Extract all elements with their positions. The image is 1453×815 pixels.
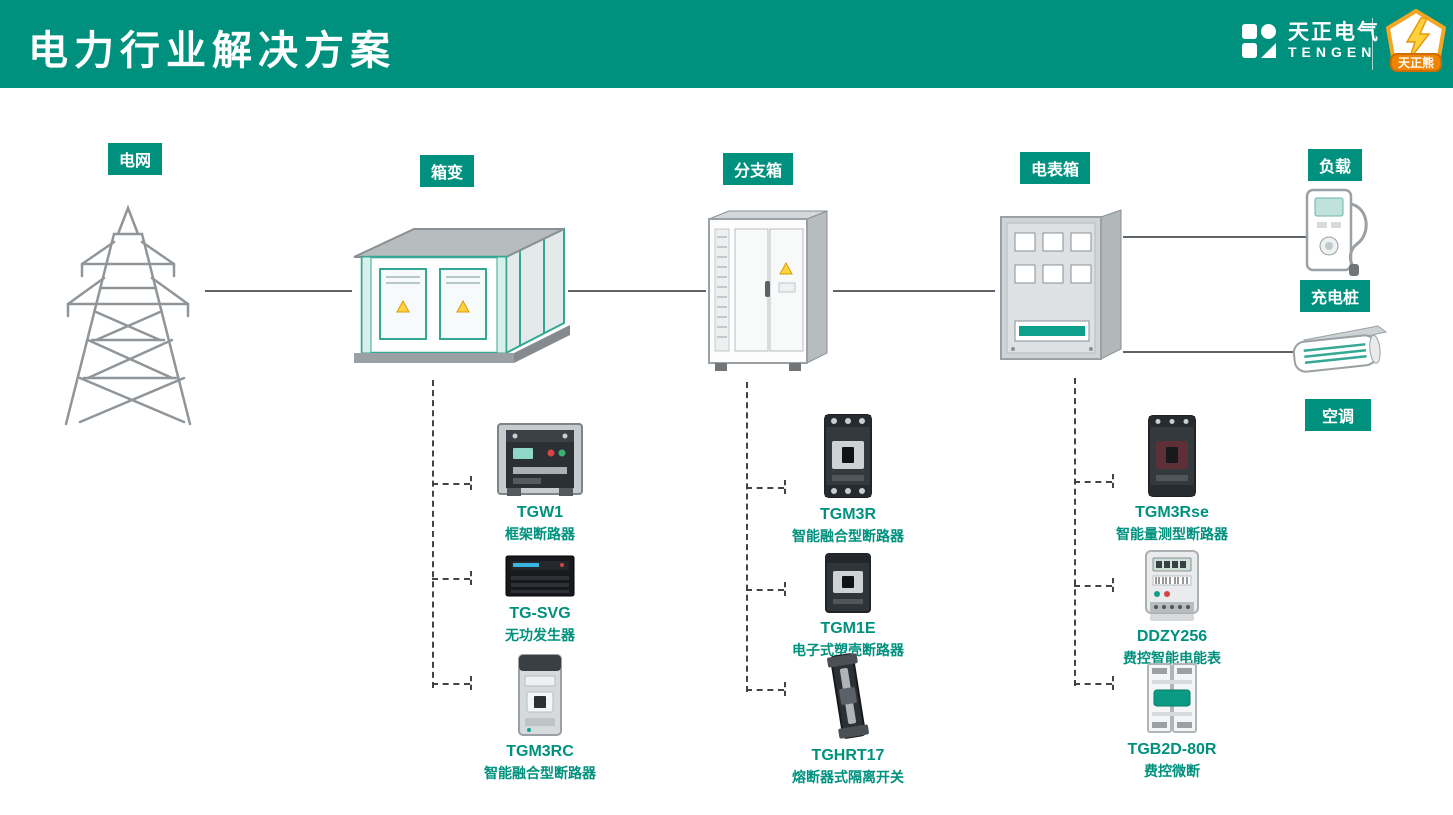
dashed-stub bbox=[746, 689, 784, 691]
product-desc: 智能融合型断路器 bbox=[484, 765, 596, 781]
dashed-line-meter bbox=[1074, 378, 1076, 686]
product-model: TGM3RC bbox=[506, 743, 574, 760]
product-desc: 无功发生器 bbox=[505, 627, 575, 643]
mascot-badge: 天正熊 bbox=[1386, 9, 1446, 72]
dashed-stub bbox=[432, 578, 470, 580]
lightning-icon bbox=[1405, 17, 1431, 61]
product-desc: 费控智能电能表 bbox=[1123, 650, 1221, 666]
tengen-logo-icon bbox=[1242, 24, 1276, 59]
product-tgb2d-80r: TGB2D-80R 费控微断 bbox=[1072, 660, 1272, 781]
tgm1e-product-image bbox=[825, 553, 871, 613]
product-model: TG-SVG bbox=[509, 605, 571, 622]
tgm3rc-product-image bbox=[518, 654, 562, 736]
warning-icon bbox=[456, 299, 470, 313]
dashed-tick bbox=[470, 571, 472, 585]
product-tgm3rse: TGM3Rse 智能量测型断路器 bbox=[1072, 413, 1272, 544]
product-desc: 熔断器式隔离开关 bbox=[792, 769, 904, 785]
label-load: 负载 bbox=[1308, 149, 1363, 181]
branch-box-illustration bbox=[708, 210, 828, 371]
product-tgm3r: TGM3R 智能融合型断路器 bbox=[748, 411, 948, 546]
connector-meter-charging bbox=[1123, 236, 1307, 238]
tgm3r-product-image bbox=[824, 414, 872, 498]
brand-text: 天正电气 TENGEN bbox=[1288, 21, 1380, 61]
product-tghrt17: TGHRT17 熔断器式隔离开关 bbox=[748, 650, 948, 787]
dashed-tick bbox=[1112, 578, 1114, 592]
header-bar: 电力行业解决方案 天正电气 TENGEN 天正熊 bbox=[0, 0, 1453, 88]
dashed-stub bbox=[1074, 585, 1112, 587]
dashed-tick bbox=[470, 476, 472, 490]
tgb2d-80r-product-image bbox=[1147, 663, 1197, 733]
dashed-stub bbox=[432, 483, 470, 485]
brand-name-cn: 天正电气 bbox=[1288, 21, 1380, 44]
product-model: TGM3R bbox=[820, 506, 876, 523]
product-model: TGB2D-80R bbox=[1127, 741, 1217, 758]
air-conditioner-illustration bbox=[1292, 325, 1388, 373]
dashed-line-branch bbox=[746, 382, 748, 692]
product-model: TGM1E bbox=[820, 620, 876, 637]
product-desc: 智能量测型断路器 bbox=[1116, 526, 1228, 542]
header-divider bbox=[1372, 18, 1373, 70]
tghrt17-product-image bbox=[827, 653, 869, 739]
warning-icon bbox=[396, 299, 410, 313]
dashed-stub bbox=[1074, 481, 1112, 483]
dashed-stub bbox=[746, 487, 784, 489]
connector-grid-transformer bbox=[205, 290, 352, 292]
product-tgm1e: TGM1E 电子式塑壳断路器 bbox=[748, 551, 948, 660]
product-tg-svg: TG-SVG 无功发生器 bbox=[440, 550, 640, 645]
charging-pile-illustration bbox=[1305, 188, 1368, 276]
label-grid: 电网 bbox=[108, 143, 163, 175]
tg-svg-product-image bbox=[505, 555, 575, 597]
box-transformer-illustration bbox=[353, 227, 570, 363]
label-transformer: 箱变 bbox=[420, 155, 475, 187]
connector-transformer-branch bbox=[568, 290, 706, 292]
grid-tower-illustration bbox=[64, 204, 192, 426]
dashed-stub bbox=[432, 683, 470, 685]
dashed-stub bbox=[746, 589, 784, 591]
product-desc: 电子式塑壳断路器 bbox=[792, 642, 904, 658]
product-desc: 框架断路器 bbox=[505, 526, 575, 542]
product-desc: 费控微断 bbox=[1144, 763, 1200, 779]
dashed-stub bbox=[1074, 683, 1112, 685]
dashed-tick bbox=[784, 582, 786, 596]
meter-box-illustration bbox=[1000, 209, 1122, 360]
brand-logo: 天正电气 TENGEN bbox=[1240, 21, 1380, 61]
dashed-line-transformer bbox=[432, 380, 434, 688]
tgm3rse-product-image bbox=[1148, 415, 1196, 497]
tgw1-product-image bbox=[497, 423, 583, 496]
dashed-tick bbox=[1112, 474, 1114, 488]
product-model: TGM3Rse bbox=[1135, 504, 1209, 521]
warning-icon bbox=[779, 261, 793, 275]
label-charging-pile: 充电桩 bbox=[1300, 280, 1371, 312]
brand-name-en: TENGEN bbox=[1288, 44, 1377, 61]
dashed-tick bbox=[784, 682, 786, 696]
product-ddzy256: DDZY256 费控智能电能表 bbox=[1072, 548, 1272, 668]
dashed-tick bbox=[1112, 676, 1114, 690]
product-model: TGHRT17 bbox=[811, 747, 885, 764]
dashed-tick bbox=[784, 480, 786, 494]
product-model: TGW1 bbox=[516, 504, 564, 521]
product-tgm3rc: TGM3RC 智能融合型断路器 bbox=[440, 652, 640, 783]
page-title: 电力行业解决方案 bbox=[28, 29, 396, 73]
label-branch-box: 分支箱 bbox=[723, 153, 794, 185]
dashed-tick bbox=[470, 676, 472, 690]
ddzy256-product-image bbox=[1145, 550, 1199, 621]
product-desc: 智能融合型断路器 bbox=[792, 528, 904, 544]
label-meter-box: 电表箱 bbox=[1020, 152, 1091, 184]
connector-meter-ac bbox=[1123, 351, 1293, 353]
product-tgw1: TGW1 框架断路器 bbox=[440, 421, 640, 544]
mascot-name: 天正熊 bbox=[1398, 55, 1434, 70]
label-air-conditioner: 空调 bbox=[1305, 399, 1372, 431]
connector-branch-meter bbox=[833, 290, 995, 292]
product-model: DDZY256 bbox=[1136, 628, 1208, 645]
